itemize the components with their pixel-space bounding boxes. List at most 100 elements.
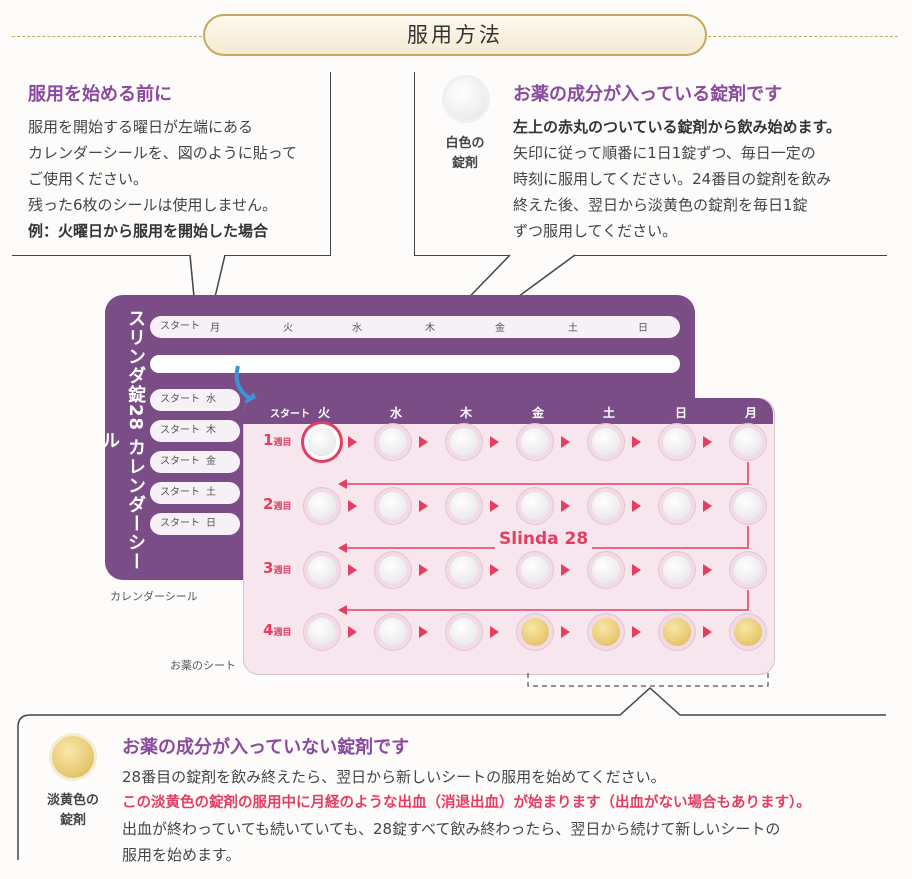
- next-arrow-icon: [632, 436, 641, 448]
- active-pill: [734, 556, 762, 584]
- next-arrow-icon: [703, 436, 712, 448]
- next-arrow-icon: [419, 436, 428, 448]
- sticker-day-label: 土: [568, 323, 578, 334]
- inactive-line-1: 28番目の錠剤を飲み終えたら、翌日から新しいシートの服用を始めてください。: [122, 768, 666, 786]
- active-text: 左上の赤丸のついている錠剤から飲み始めます。 矢印に従って順番に1日1錠ずつ、毎…: [513, 114, 893, 244]
- before-line: 服用を開始する曜日が左端にある: [28, 118, 254, 136]
- next-arrow-icon: [632, 564, 641, 576]
- sheet-brand: Slinda 28: [495, 529, 593, 549]
- next-arrow-icon: [490, 626, 499, 638]
- pill-label-line: 淡黄色の: [46, 793, 99, 808]
- inactive-warning: この淡黄色の錠剤の服用中に月経のような出血（消退出血）が始まります（出血がない場…: [122, 795, 811, 811]
- active-pill: [450, 556, 478, 584]
- sticker-day-label: 土: [206, 487, 216, 498]
- active-pill: [379, 492, 407, 520]
- next-arrow-icon: [632, 626, 641, 638]
- pill-label-line: 錠剤: [451, 156, 478, 171]
- next-arrow-icon: [703, 500, 712, 512]
- next-arrow-icon: [348, 500, 357, 512]
- sticker-day-label: 金: [206, 456, 216, 467]
- sheet-day-label: 日: [675, 406, 688, 420]
- inactive-line-4: 服用を始めます。: [122, 846, 241, 864]
- active-pill: [308, 492, 336, 520]
- active-pill: [592, 428, 620, 456]
- active-pill: [663, 492, 691, 520]
- week-number: 4: [263, 621, 274, 639]
- sheet-start-label: スタート: [270, 409, 310, 420]
- inactive-pill: [663, 618, 691, 646]
- next-arrow-icon: [419, 500, 428, 512]
- inactive-heading: お薬の成分が入っていない錠剤です: [122, 737, 410, 758]
- inactive-pill: [521, 618, 549, 646]
- active-line: 時刻に服用してください。24番目の錠剤を飲み: [513, 170, 832, 188]
- next-arrow-icon: [490, 564, 499, 576]
- sheet-day-label: 金: [532, 406, 545, 420]
- sticker-day-label: 木: [425, 323, 435, 334]
- sheet-day-label: 木: [460, 406, 473, 420]
- active-pill: [379, 428, 407, 456]
- next-arrow-icon: [490, 500, 499, 512]
- active-pill: [734, 492, 762, 520]
- inactive-pill: [734, 618, 762, 646]
- yellow-pill-icon: [52, 736, 94, 778]
- active-pill: [450, 428, 478, 456]
- week-unit: 週目: [273, 438, 292, 448]
- next-arrow-icon: [348, 436, 357, 448]
- before-line: ご使用ください。: [28, 170, 149, 188]
- sticker-side-row: スタート金: [150, 451, 240, 473]
- sticker-day-label: 日: [206, 518, 216, 529]
- sheet-day-label: 水: [390, 406, 403, 420]
- sticker-side-row: スタート木: [150, 420, 240, 442]
- sticker-side-row: スタート土: [150, 482, 240, 504]
- active-pill: [521, 492, 549, 520]
- sheet-day-label: 火: [318, 406, 331, 420]
- sticker-day-label: 水: [352, 323, 362, 334]
- active-pill: [450, 618, 478, 646]
- week-number: 2: [263, 495, 274, 513]
- week-number: 3: [263, 559, 274, 577]
- sticker-day-label: 月: [210, 323, 220, 334]
- sheet-day-label: 月: [745, 406, 758, 420]
- start-label: スタート: [160, 518, 200, 529]
- sticker-day-label: 水: [206, 394, 216, 405]
- next-arrow-icon: [419, 564, 428, 576]
- active-pill: [663, 556, 691, 584]
- white-pill-label: 白色の 錠剤: [434, 134, 496, 174]
- before-line: カレンダーシールを、図のように貼って: [28, 144, 297, 162]
- next-arrow-icon: [632, 500, 641, 512]
- header-rule-left: [12, 36, 202, 37]
- sheet-caption: お薬のシート: [170, 659, 236, 672]
- white-pill-icon: [445, 78, 487, 120]
- inactive-line-3: 出血が終わっていても続いていても、28錠すべて飲み終わったら、翌日から続けて新し…: [122, 820, 781, 838]
- active-pill: [450, 492, 478, 520]
- next-arrow-icon: [419, 626, 428, 638]
- active-pill: [379, 618, 407, 646]
- active-bold-line: 左上の赤丸のついている錠剤から飲み始めます。: [513, 118, 842, 136]
- active-line: 終えた後、翌日から淡黄色の錠剤を毎日1錠: [513, 196, 808, 214]
- start-label: スタート: [160, 321, 200, 332]
- next-arrow-icon: [561, 564, 570, 576]
- sticker-top-row: スタート: [150, 316, 680, 338]
- active-pill: [379, 556, 407, 584]
- active-pill: [308, 618, 336, 646]
- pill-label-line: 白色の: [445, 136, 485, 151]
- sticker-side-row: スタート水: [150, 389, 240, 411]
- active-line: 矢印に従って順番に1日1錠ずつ、毎日一定の: [513, 144, 816, 162]
- header-rule-right: [708, 36, 898, 37]
- pill-label-line: 錠剤: [59, 813, 86, 828]
- active-pill: [663, 428, 691, 456]
- sticker-side-row: スタート日: [150, 513, 240, 535]
- sticker-day-label: 日: [638, 323, 648, 334]
- next-arrow-icon: [703, 626, 712, 638]
- start-label: スタート: [160, 487, 200, 498]
- active-line: ずつ服用してください。: [513, 222, 678, 240]
- active-pill: [521, 428, 549, 456]
- page-title: 服用方法: [203, 14, 707, 56]
- start-label: スタート: [160, 425, 200, 436]
- inactive-pill: [592, 618, 620, 646]
- yellow-pill-label: 淡黄色の 錠剤: [30, 791, 116, 831]
- week-number: 1: [263, 431, 274, 449]
- sticker-day-label: 火: [283, 323, 293, 334]
- week-label: 3週目: [263, 559, 291, 577]
- start-label: スタート: [160, 394, 200, 405]
